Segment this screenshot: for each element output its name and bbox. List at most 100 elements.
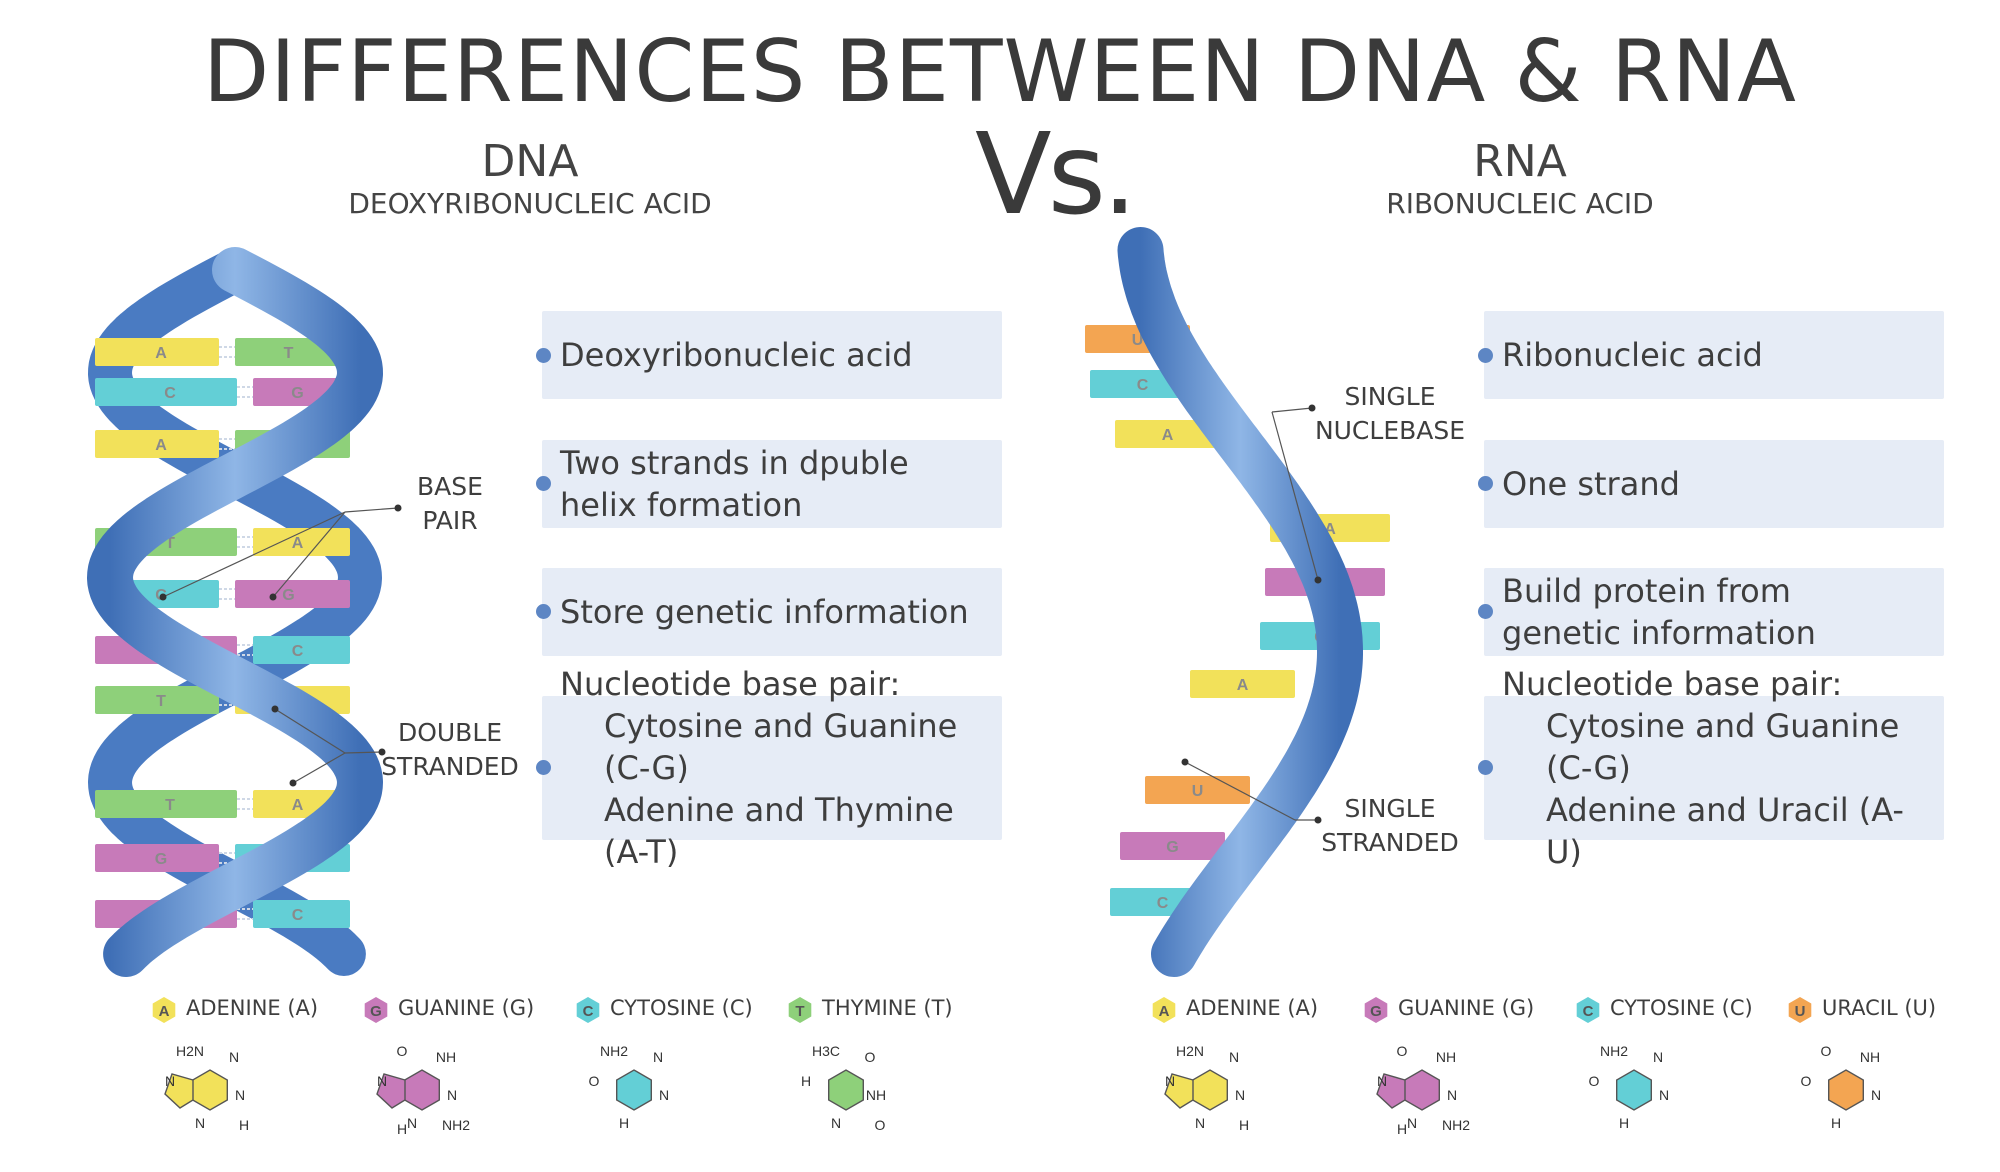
dna-base-right	[253, 636, 350, 664]
rna-nucleobase-7: A	[1190, 670, 1295, 698]
rna-base-letter: C	[1137, 377, 1149, 394]
dna-pointer-base-3	[344, 507, 399, 513]
dna-atom-label: N	[165, 1073, 175, 1089]
dna-info-text-1: Deoxyribonucleic acid	[560, 336, 913, 374]
nucleobase-hex-icon	[364, 997, 388, 1023]
nucleobase-hex-icon	[1788, 997, 1812, 1023]
rna-heading: RNA RIBONUCLEIC ACID	[1320, 137, 1720, 223]
rna-base-letter: U	[1192, 783, 1204, 800]
dna-atom-label: N	[195, 1115, 205, 1131]
nucleobase-hex-icon	[576, 997, 600, 1023]
rna-legend-g: G	[1364, 997, 1388, 1023]
dna-legend-label-t: THYMINE (T)	[822, 996, 953, 1020]
dna-atom-label: H2N	[176, 1043, 204, 1059]
dna-structure-g	[376, 1069, 440, 1111]
dna-bullet-4	[536, 760, 551, 775]
rna-bullet-4	[1478, 760, 1493, 775]
nucleobase-letter: T	[795, 1003, 804, 1020]
dna-atom-label: H	[801, 1073, 811, 1089]
dna-base-letter: G	[282, 587, 294, 604]
ring-icon	[828, 1069, 864, 1111]
rna-atom-label: N	[1653, 1049, 1663, 1065]
dna-pointer-strand-1	[274, 708, 346, 754]
ring-icon	[1192, 1069, 1228, 1111]
rna-pointer-base-1	[1271, 407, 1313, 413]
double-stranded-label: DOUBLE STRANDED	[381, 718, 519, 781]
dna-atom-label: H	[239, 1117, 249, 1133]
rna-atom-label: O	[1821, 1043, 1832, 1059]
dna-legend-t: T	[788, 997, 812, 1023]
dna-heading: DNA DEOXYRIBONUCLEIC ACID	[330, 136, 730, 223]
rna-legend-a: A	[1152, 997, 1176, 1023]
rna-atom-label: NH	[1436, 1049, 1456, 1065]
dna-atom-label: N	[235, 1087, 245, 1103]
ring-icon	[404, 1069, 440, 1111]
rna-atom-label: O	[1589, 1073, 1600, 1089]
rna-pointer-base-2	[1271, 411, 1319, 581]
dna-legend-label-c: CYTOSINE (C)	[610, 996, 753, 1020]
dna-base-right	[253, 900, 350, 928]
dna-base-letter: C	[164, 385, 176, 402]
rna-legend-label-g: GUANINE (G)	[1398, 996, 1535, 1020]
dna-base-letter: A	[155, 437, 167, 454]
rna-pointer-strand-1	[1184, 761, 1296, 821]
dna-atom-label: N	[659, 1087, 669, 1103]
dna-atom-label: N	[407, 1115, 417, 1131]
dna-base-letter: C	[292, 643, 304, 660]
dna-base-left	[95, 430, 219, 458]
dna-pointer-dot-5	[394, 504, 402, 512]
dna-base-letter: T	[165, 797, 175, 814]
rna-pointer-dot-3	[1181, 758, 1189, 766]
dna-info-box-3: Store genetic information	[542, 568, 1002, 656]
rna-atom-label: N	[1165, 1073, 1175, 1089]
dna-legend-g: G	[364, 997, 388, 1023]
rna-info-box-4: Nucleotide base pair: Cytosine and Guani…	[1484, 665, 1944, 871]
dna-base-letter: T	[156, 693, 166, 710]
dna-base-letter: A	[155, 345, 167, 362]
rna-legend-label-u: URACIL (U)	[1822, 996, 1937, 1020]
dna-legend-label-a: ADENINE (A)	[186, 996, 319, 1020]
dna-base-left	[95, 338, 219, 366]
rna-pointer-dot-4	[1314, 816, 1322, 824]
dna-base-letter: C	[292, 907, 304, 924]
rna-pointer-dot-1	[1308, 404, 1316, 412]
dna-atom-label: N	[447, 1087, 457, 1103]
dna-pointer-dot-3	[271, 705, 279, 713]
dna-base-letter: A	[292, 535, 304, 552]
ring-icon	[1616, 1069, 1652, 1111]
dna-atom-label: NH2	[442, 1117, 470, 1133]
nucleobase-letter: A	[159, 1003, 170, 1020]
rna-atom-label: NH2	[1600, 1043, 1628, 1059]
rna-structure-u	[1828, 1069, 1864, 1111]
dna-atom-label: O	[589, 1073, 600, 1089]
dna-legend-c: C	[576, 997, 600, 1023]
rna-structure-c	[1616, 1069, 1652, 1111]
dna-atom-label: H	[619, 1115, 629, 1131]
dna-base-letter: G	[291, 385, 303, 402]
dna-base-left	[95, 790, 237, 818]
rna-base-letter: G	[1166, 839, 1178, 856]
rna-info-box-1: Ribonucleic acid	[1484, 311, 1944, 399]
rna-info-box-2: One strand	[1484, 440, 1944, 528]
ring-icon	[616, 1069, 652, 1111]
rna-base-letter: A	[1162, 427, 1174, 444]
rna-atom-label: N	[1659, 1087, 1669, 1103]
dna-pointer-base-2	[272, 511, 346, 598]
rna-atom-label: N	[1195, 1115, 1205, 1131]
rna-bullet-1	[1478, 348, 1493, 363]
rna-atom-label: N	[1235, 1087, 1245, 1103]
nucleobase-hex-icon	[152, 997, 176, 1023]
base-pair-label: BASE PAIR	[417, 472, 483, 535]
ring-icon	[1828, 1069, 1864, 1111]
dna-pointer-dot-1	[159, 593, 167, 601]
dna-abbr: DNA	[481, 136, 579, 187]
rna-atom-label: NH	[1860, 1049, 1880, 1065]
rna-info-text-2: One strand	[1502, 465, 1680, 503]
dna-atom-label: N	[653, 1049, 663, 1065]
dna-atom-label: NH2	[600, 1043, 628, 1059]
vs-label: Vs.	[975, 110, 1138, 240]
page-title: DIFFERENCES BETWEEN DNA & RNA	[203, 22, 1797, 122]
